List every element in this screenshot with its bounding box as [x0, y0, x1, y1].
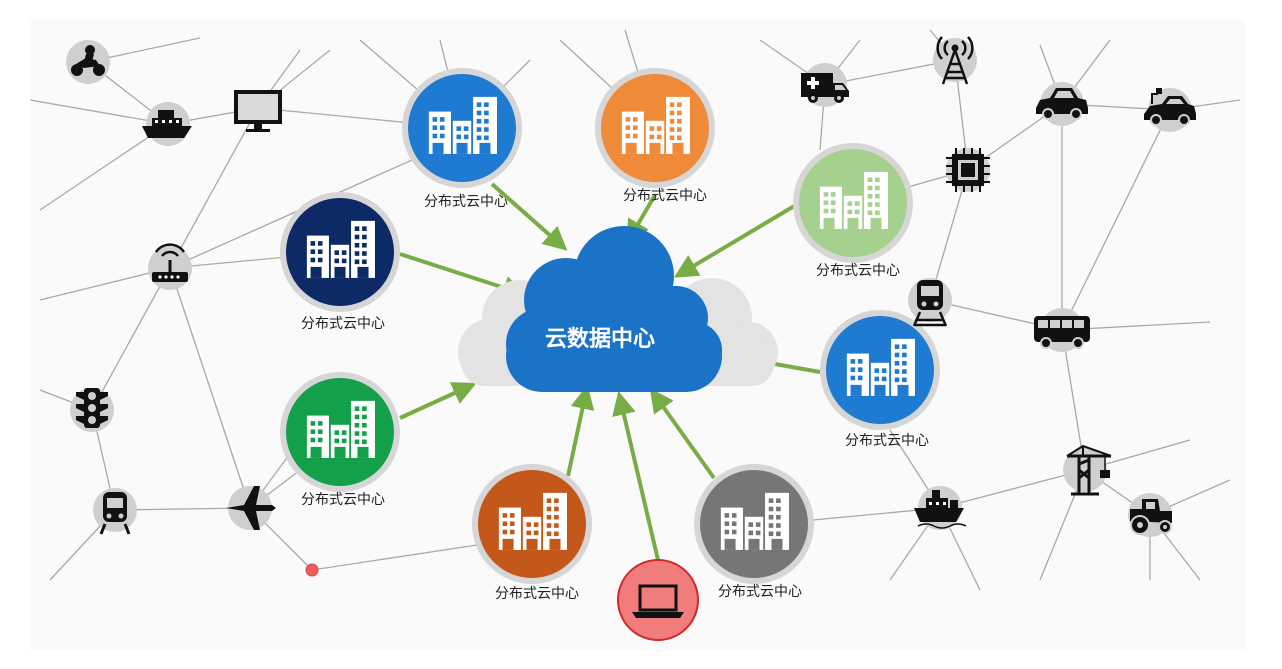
center-label: 分布式云中心	[495, 586, 579, 602]
electric-car-icon[interactable]	[1144, 88, 1196, 132]
cloud-label: 云数据中心	[545, 326, 655, 352]
cell-tower-icon[interactable]	[933, 36, 977, 85]
center-label: 分布式云中心	[845, 433, 929, 449]
laptop-icon[interactable]	[617, 559, 699, 641]
router-icon[interactable]	[148, 243, 192, 290]
arrow-from-laptop	[612, 390, 660, 561]
distributed-centers: 分布式云中心分布式云中心分布式云中心分布式云中心分布式云中心分布式云中心分布式云…	[280, 68, 940, 602]
monitor-icon[interactable]	[234, 90, 282, 132]
traffic-light-icon[interactable]	[70, 388, 114, 432]
chip-icon[interactable]	[946, 148, 990, 192]
ship-icon[interactable]	[914, 486, 967, 530]
distributed-center-bottom-right[interactable]: 分布式云中心	[694, 464, 814, 600]
center-label: 分布式云中心	[718, 584, 802, 600]
center-label: 分布式云中心	[424, 194, 508, 210]
arrow-from-lower-left	[399, 382, 477, 420]
crane-icon[interactable]	[1063, 444, 1112, 496]
arrow-from-right	[774, 362, 821, 374]
center-label: 分布式云中心	[301, 316, 385, 332]
bus-icon[interactable]	[1034, 308, 1090, 352]
car-icon[interactable]	[1036, 82, 1088, 126]
train-icon[interactable]	[908, 278, 952, 327]
arrow-from-bottom-right	[649, 388, 716, 480]
distributed-center-top-left[interactable]: 分布式云中心	[402, 68, 522, 210]
cloud-data-center[interactable]: 云数据中心	[458, 226, 778, 392]
airplane-icon[interactable]	[226, 486, 276, 530]
center-label: 分布式云中心	[816, 263, 900, 279]
ship-icon[interactable]	[142, 102, 192, 146]
distributed-center-bottom[interactable]: 分布式云中心	[472, 464, 592, 602]
distributed-center-lower-left[interactable]: 分布式云中心	[280, 372, 400, 508]
tractor-icon[interactable]	[1128, 493, 1172, 537]
arrow-from-top-left	[490, 182, 568, 251]
motorcycle-icon[interactable]	[66, 40, 110, 84]
distributed-center-right[interactable]: 分布式云中心	[820, 310, 940, 449]
arrow-from-top-right	[673, 203, 798, 278]
ambulance-icon[interactable]	[801, 63, 849, 107]
center-label: 分布式云中心	[623, 188, 707, 204]
arrow-from-bottom	[566, 384, 595, 477]
distributed-center-top-right[interactable]: 分布式云中心	[793, 143, 913, 279]
small-node[interactable]	[305, 563, 319, 577]
distributed-center-top[interactable]: 分布式云中心	[595, 68, 715, 204]
distributed-center-left[interactable]: 分布式云中心	[280, 192, 400, 332]
devices	[66, 36, 1196, 641]
train-icon[interactable]	[93, 488, 137, 535]
center-label: 分布式云中心	[301, 492, 385, 508]
